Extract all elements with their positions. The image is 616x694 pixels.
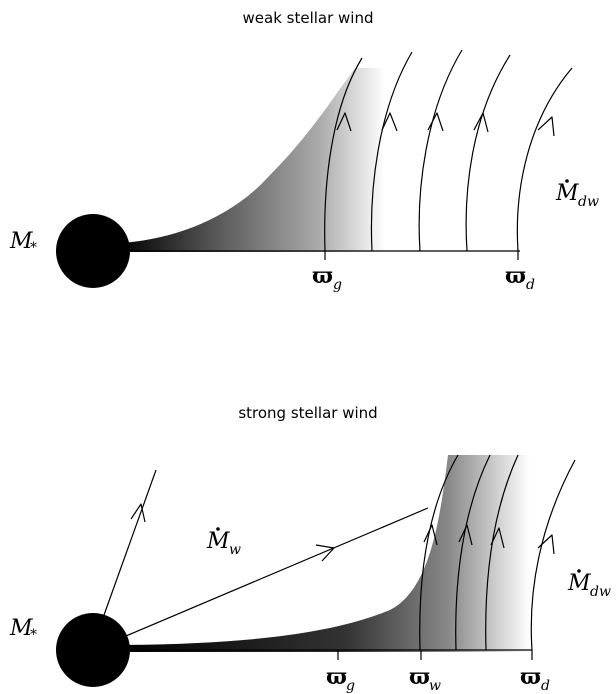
svg-text:g: g (346, 678, 355, 694)
disk-shading (120, 455, 530, 652)
disk-shading (120, 68, 385, 252)
panel-title: weak stellar wind (243, 9, 374, 27)
radius-label-g: ϖ g (312, 263, 342, 293)
svg-text:dw: dw (590, 584, 611, 600)
svg-text:ϖ: ϖ (326, 664, 347, 690)
svg-text:ϖ: ϖ (505, 263, 526, 289)
radius-label-w: ϖ w (409, 664, 441, 694)
stellar-wind-label: M w (206, 527, 241, 558)
radius-label-d: ϖ d (520, 664, 550, 694)
star (56, 613, 130, 687)
svg-text:M: M (555, 181, 579, 206)
svg-text:dw: dw (578, 194, 599, 210)
radius-label-d: ϖ d (505, 263, 535, 293)
svg-text:g: g (333, 277, 342, 293)
svg-text:M: M (567, 571, 591, 596)
star (56, 214, 130, 288)
svg-text:d: d (526, 277, 535, 293)
stellar-wind-lines (104, 470, 428, 636)
svg-text:ϖ: ϖ (520, 664, 541, 690)
panel-weak-wind: weak stellar wind M * (9, 9, 599, 293)
svg-text:w: w (429, 678, 441, 694)
disk-wind-label: M dw (567, 569, 611, 600)
star-mass-label: M * (9, 229, 37, 256)
panel-title: strong stellar wind (238, 404, 377, 422)
radius-label-g: ϖ g (326, 664, 355, 694)
svg-text:d: d (541, 678, 550, 694)
svg-text:w: w (229, 542, 241, 558)
disk-wind-label: M dw (555, 179, 599, 210)
svg-text:ϖ: ϖ (312, 263, 333, 289)
panel-strong-wind: strong stellar wind M * M w (9, 404, 611, 694)
star-mass-label: M * (9, 616, 37, 643)
svg-text:*: * (30, 240, 37, 256)
svg-text:*: * (30, 627, 37, 643)
svg-text:ϖ: ϖ (409, 664, 430, 690)
svg-text:M: M (206, 529, 230, 554)
